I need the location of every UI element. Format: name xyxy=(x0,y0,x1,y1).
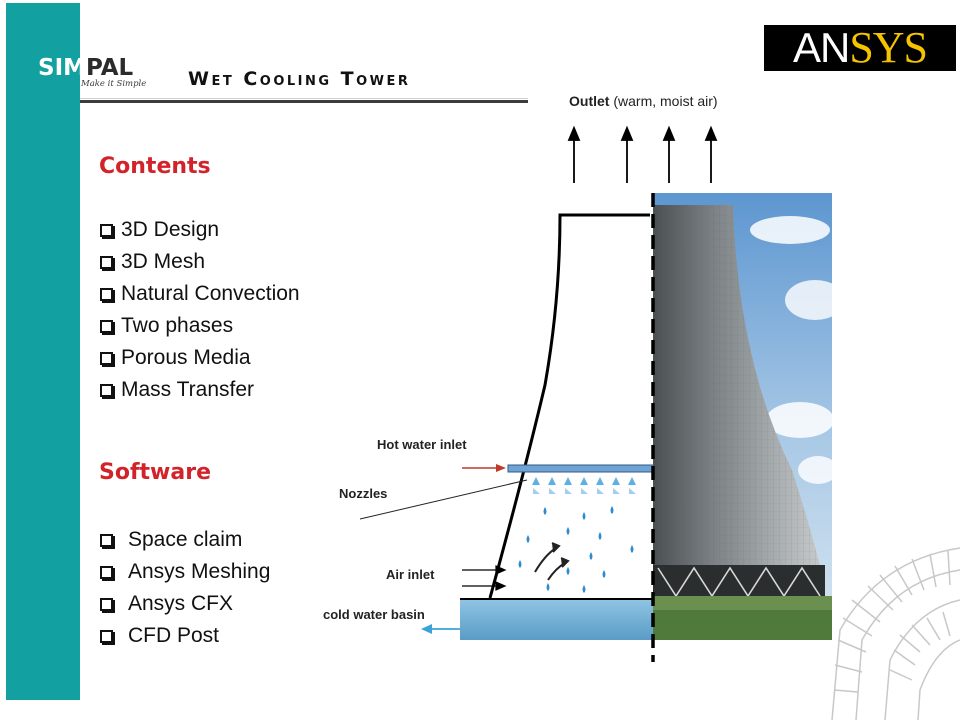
software-heading: Software xyxy=(99,460,211,485)
contents-list: 3D Design 3D Mesh Natural Convection Two… xyxy=(100,214,300,406)
logo-tagline: Make it Simple xyxy=(81,79,147,89)
simpal-logo: SIMPAL Make it Simple xyxy=(38,55,146,89)
tower-cutaway xyxy=(460,213,654,640)
air-inlet-arrows-icon xyxy=(462,565,507,591)
logo-name-part2: PAL xyxy=(86,55,134,81)
logo-name-part1: SIM xyxy=(38,55,87,81)
tower-photo xyxy=(653,193,838,640)
cooling-tower-diagram: Outlet (warm, moist air) Hot water inlet… xyxy=(323,93,838,662)
list-item: Two phases xyxy=(100,310,300,342)
water-droplets-icon xyxy=(518,506,634,593)
air-flow-arrows-icon xyxy=(534,542,570,581)
list-item: 3D Mesh xyxy=(100,246,300,278)
checkbox-bullet-icon xyxy=(100,351,113,365)
list-item: Natural Convection xyxy=(100,278,300,310)
nozzles-icon xyxy=(532,477,636,494)
checkbox-bullet-icon xyxy=(100,287,113,301)
nozzles-label: Nozzles xyxy=(339,486,387,501)
nozzles-pointer-line xyxy=(359,479,528,520)
list-item: Ansys CFX xyxy=(100,588,270,620)
slide-title: Wet Cooling Tower xyxy=(188,68,411,90)
sidebar-band xyxy=(6,3,80,700)
outlet-arrows-icon xyxy=(567,125,718,183)
air-inlet-label: Air inlet xyxy=(386,567,435,582)
hot-water-inlet-label: Hot water inlet xyxy=(377,437,467,452)
checkbox-bullet-icon xyxy=(100,383,113,397)
outlet-label-rest: (warm, moist air) xyxy=(609,93,717,109)
cold-water-arrow-icon xyxy=(421,624,460,634)
list-item: Mass Transfer xyxy=(100,374,300,406)
checkbox-bullet-icon xyxy=(100,255,113,269)
checkbox-bullet-icon xyxy=(100,629,113,643)
hot-water-arrow-icon xyxy=(462,464,506,472)
list-item: 3D Design xyxy=(100,214,300,246)
title-underline xyxy=(80,98,528,103)
software-list: Space claim Ansys Meshing Ansys CFX CFD … xyxy=(100,524,270,652)
outlet-label-bold: Outlet xyxy=(569,93,610,109)
brand-part1: AN xyxy=(792,24,850,71)
checkbox-bullet-icon xyxy=(100,533,113,547)
svg-text:Outlet (warm, moist air): Outlet (warm, moist air) xyxy=(569,93,718,109)
brand-part2: SYS xyxy=(849,23,928,72)
checkbox-bullet-icon xyxy=(100,565,113,579)
list-item: Porous Media xyxy=(100,342,300,374)
cold-water-basin-label: cold water basin xyxy=(323,607,425,622)
list-item: Ansys Meshing xyxy=(100,556,270,588)
list-item: CFD Post xyxy=(100,620,270,652)
checkbox-bullet-icon xyxy=(100,597,113,611)
contents-heading: Contents xyxy=(99,154,211,179)
checkbox-bullet-icon xyxy=(100,223,113,237)
list-item: Space claim xyxy=(100,524,270,556)
checkbox-bullet-icon xyxy=(100,319,113,333)
